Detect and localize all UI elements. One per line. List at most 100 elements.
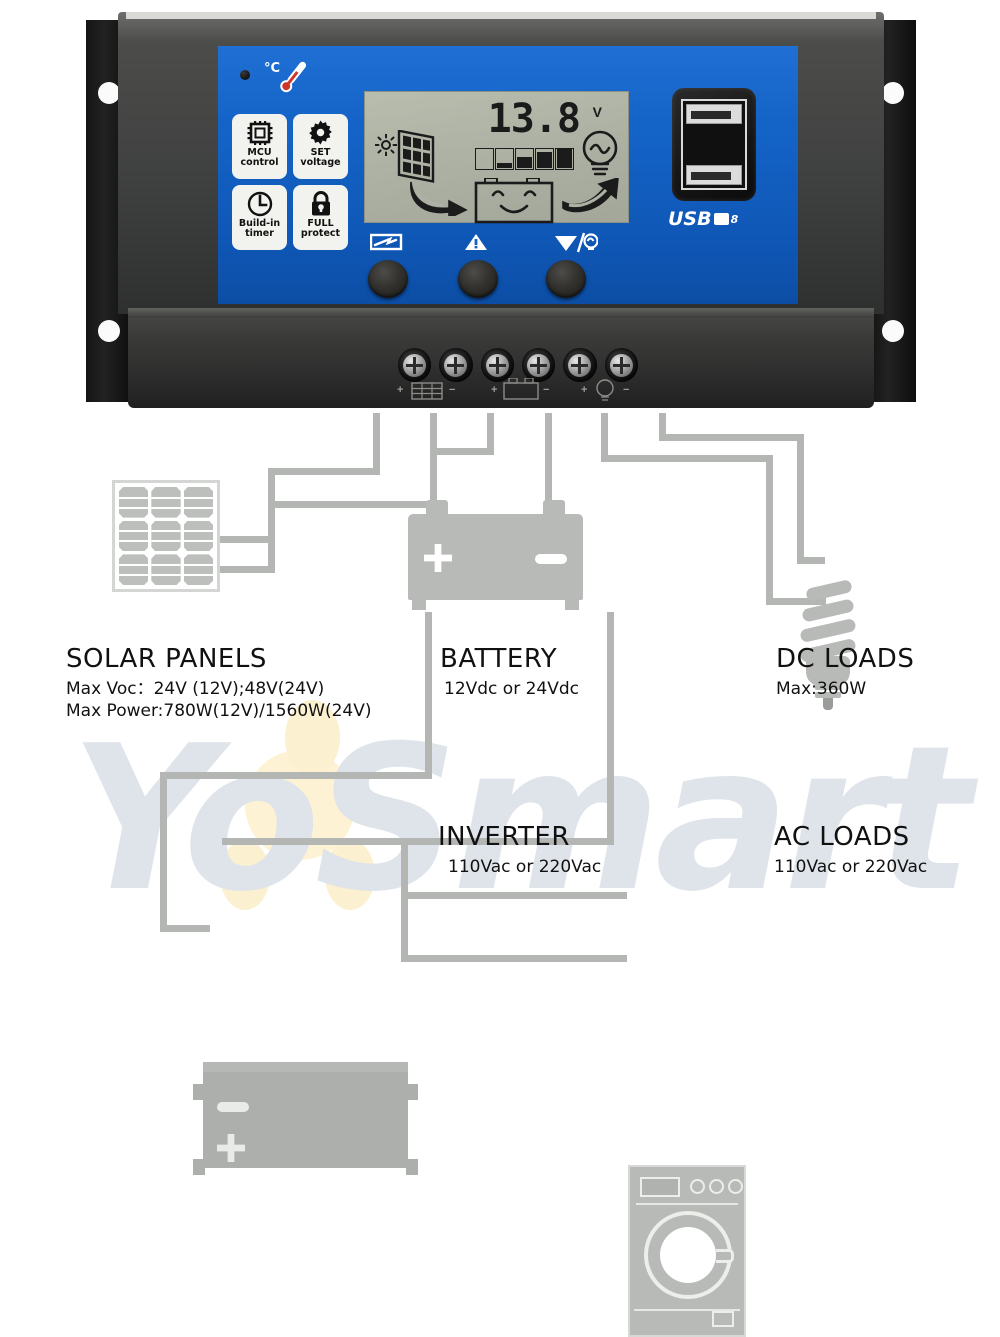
washer-control-panel <box>636 1173 743 1205</box>
washer-detergent-tray <box>640 1177 680 1197</box>
badge-label-line1: MCU <box>247 147 272 158</box>
usb-chip-icon <box>713 213 729 225</box>
watermark-petal <box>325 840 375 910</box>
label-ac-loads: AC LOADS 110Vac or 220Vac <box>774 822 927 878</box>
badge-label-line2: control <box>240 157 279 169</box>
controller-lower-shell: + − + − + <box>128 308 874 408</box>
battery-post-positive <box>426 500 448 518</box>
battery-foot <box>565 598 579 610</box>
bulb-screw-thread <box>815 684 841 690</box>
feature-badges: MCU control SET vol <box>232 114 348 250</box>
solar-panel-illustration <box>112 480 220 592</box>
badge-full-protect: FULL protect <box>293 185 348 250</box>
screw-icon <box>444 353 468 377</box>
light-bulb-icon <box>582 130 618 176</box>
terminal-battery-negative[interactable] <box>521 348 556 382</box>
screw-icon <box>527 353 551 377</box>
mounting-hole <box>98 82 120 104</box>
wire-battery-to-inverter <box>607 612 614 844</box>
terminal-mark-solar-plus: + <box>397 384 404 396</box>
inverter-sub1: 110Vac or 220Vac <box>448 857 602 877</box>
inverter-tab <box>406 1084 418 1100</box>
up-triangle-icon <box>464 232 488 257</box>
terminal-solar-positive[interactable] <box>398 348 432 382</box>
wire-load-negative <box>797 434 804 564</box>
usb-label: USB 8 <box>668 208 738 230</box>
badge-label-line1: SET <box>310 147 331 158</box>
acloads-sub1: 110Vac or 220Vac <box>774 857 928 877</box>
wire-solar-positive <box>268 468 380 475</box>
usb-port[interactable] <box>686 165 742 185</box>
badge-label-line2: protect <box>300 228 341 240</box>
wire-inverter-to-ac <box>401 838 408 898</box>
wire-solar-negative <box>212 566 274 573</box>
menu-button[interactable] <box>368 260 408 298</box>
terminal-battery-positive[interactable] <box>480 348 514 382</box>
terminal-load-negative[interactable] <box>604 348 638 382</box>
lcd-battery-bars <box>475 148 574 170</box>
down-button[interactable] <box>546 260 586 298</box>
wire-load-positive <box>601 413 608 461</box>
terminal-solar-negative[interactable] <box>439 348 473 382</box>
terminal-mark-load-plus: + <box>581 384 588 396</box>
terminal-mark-load-minus: − <box>623 384 630 396</box>
mcu-chip-icon <box>247 119 273 146</box>
inverter-tab <box>193 1159 205 1175</box>
bulb-base <box>806 656 850 686</box>
wire-load-negative <box>797 557 825 564</box>
label-battery: BATTERY 12Vdc or 24Vdc <box>440 644 579 700</box>
inverter-title: INVERTER <box>438 822 570 852</box>
up-button[interactable] <box>458 260 498 298</box>
battery-bar <box>475 148 494 170</box>
terminal-load-positive[interactable] <box>563 348 597 382</box>
acloads-title: AC LOADS <box>774 822 910 852</box>
usb-port-block[interactable] <box>672 88 756 201</box>
battery-sub1: 12Vdc or 24Vdc <box>444 679 579 699</box>
washer-body <box>628 1165 746 1337</box>
bulb-tip <box>823 698 833 710</box>
thermometer-celsius-icon: °C <box>262 56 307 98</box>
mounting-hole <box>882 82 904 104</box>
terminal-mark-battery-plus: + <box>491 384 498 396</box>
wire-battery-positive <box>430 448 494 455</box>
down-light-icon <box>554 232 599 259</box>
solar-panel-icon <box>397 130 435 183</box>
washer-door-handle <box>716 1249 734 1263</box>
wire-battery-to-inverter <box>160 925 210 932</box>
screw-icon <box>609 353 633 377</box>
badge-label-line1: Build-in <box>238 218 281 229</box>
washer-knob <box>690 1179 705 1194</box>
battery-bar <box>535 148 554 170</box>
washer-knob <box>728 1179 743 1194</box>
badge-label-line2: timer <box>245 228 274 240</box>
wire-battery-negative <box>545 448 552 516</box>
washer-filter-hatch <box>712 1311 734 1327</box>
solar-charge-controller: °C <box>86 8 916 413</box>
lcd-voltage-value: 13.8 <box>487 96 581 142</box>
dcloads-sub1: Max:360W <box>776 679 867 699</box>
usb-port[interactable] <box>686 104 742 124</box>
wire-battery-to-inverter <box>425 612 432 779</box>
clock-timer-icon <box>247 190 273 217</box>
lock-icon <box>309 190 333 217</box>
badge-label-line1: FULL <box>307 218 334 229</box>
solar-sub1: Max Voc：24V (12V);48V(24V) <box>66 679 325 699</box>
smiling-battery-icon <box>474 178 554 224</box>
solar-title: SOLAR PANELS <box>66 644 267 674</box>
battery-minus-symbol <box>535 554 567 564</box>
battery-title: BATTERY <box>440 644 558 674</box>
label-solar-panels: SOLAR PANELS Max Voc：24V (12V);48V(24V) … <box>66 644 372 723</box>
inverter-illustration <box>193 1062 418 1177</box>
watermark-petal <box>220 840 270 910</box>
terminal-mark-solar-minus: − <box>449 384 456 396</box>
battery-body <box>408 514 583 600</box>
battery-terminal-icon <box>503 378 539 400</box>
battery-foot <box>412 598 426 610</box>
controller-housing: °C <box>118 8 884 413</box>
label-dc-loads: DC LOADS Max:360W <box>776 644 914 700</box>
inverter-minus-symbol <box>217 1102 249 1112</box>
shell-lip <box>128 308 874 318</box>
dcloads-title: DC LOADS <box>776 644 915 674</box>
wire-load-negative <box>659 413 666 441</box>
dc-load-bulb-illustration <box>788 578 868 718</box>
